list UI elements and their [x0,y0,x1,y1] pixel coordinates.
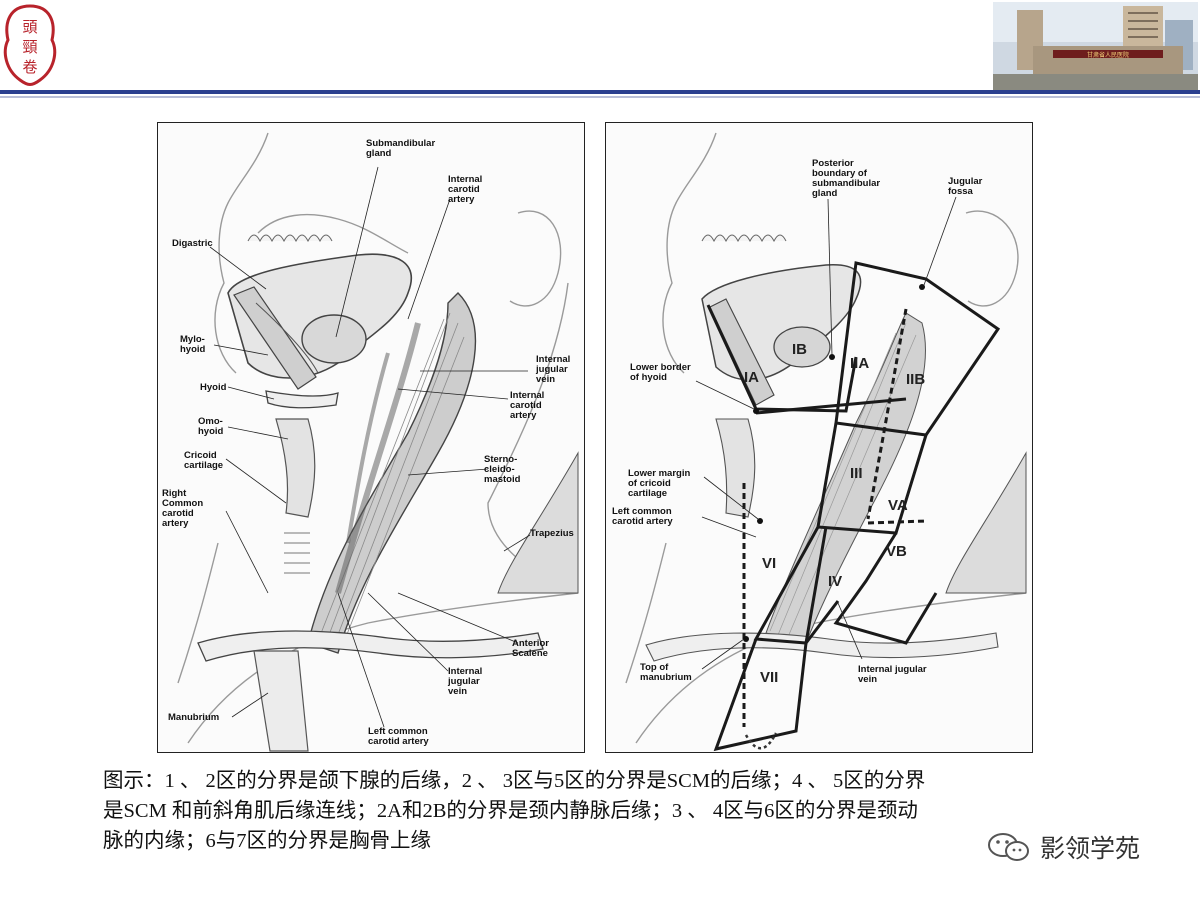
label-jugular-fossa: Jugular fossa [948,176,983,197]
label-hyoid: Hyoid [200,382,227,393]
svg-text:頭: 頭 [22,18,37,36]
header-rule [0,90,1200,94]
right-neck-levels-illustration [625,132,1027,752]
label-submandibular-gland: Submandibular gland [366,138,436,159]
label-manubrium: Manubrium [168,712,220,723]
label-digastric: Digastric [172,238,213,249]
label-right-common-carotid: Right Common carotid artery [162,488,204,529]
left-neck-illustration [177,132,579,752]
label-lower-border-hyoid: Lower border of hyoid [630,362,691,383]
label-sternocleidomastoid: Sterno- cleido- mastoid [484,454,521,485]
zone-VII: VII [760,669,779,686]
hospital-seal-logo: 頭 頸 卷 [3,4,57,86]
hospital-sign: 甘肃省人民医院 [1087,51,1129,59]
figure-caption: 图示：1 、 2区的分界是颌下腺的后缘，2 、 3区与5区的分界是SCM的后缘；… [103,770,926,852]
zone-IV: IV [828,573,843,590]
wechat-icon [988,833,1029,861]
zone-VA: VA [888,497,908,514]
label-mylohyoid: Mylo- hyoid [180,334,206,355]
zone-IIA: IIA [850,355,870,372]
hospital-building-photo: 甘肃省人民医院 [993,2,1198,92]
label-internal-carotid-mid: Internal carotid artery [510,390,545,421]
zone-III: III [850,465,863,482]
header-rule-thin [0,96,1200,98]
zone-IA: IA [744,369,759,386]
watermark-text: 影领学苑 [1040,834,1141,863]
label-posterior-boundary: Posterior boundary of submandibular glan… [812,158,881,199]
svg-text:卷: 卷 [22,58,37,76]
zone-IIB: IIB [906,371,926,388]
label-internal-jugular-right: Internal jugular vein [858,664,927,685]
label-left-common-carotid-right: Left common carotid artery [612,506,673,527]
svg-text:頸: 頸 [22,38,37,56]
right-neck-levels-figure: Posterior boundary of submandibular glan… [605,122,1033,753]
label-internal-carotid-top: Internal carotid artery [448,174,483,205]
zone-IB: IB [792,341,807,358]
zone-VI: VI [762,555,777,572]
label-internal-jugular-bottom: Internal jugular vein [448,666,483,697]
label-anterior-scalene: Anterior Scalene [512,638,549,659]
label-internal-jugular-top: Internal jugular vein [536,354,571,385]
label-top-of-manubrium: Top of manubrium [640,662,692,683]
label-lower-margin-cricoid: Lower margin of cricoid cartilage [628,468,691,499]
left-neck-anatomy-figure: Submandibular gland Internal carotid art… [157,122,585,753]
label-omohyoid: Omo- hyoid [198,416,224,437]
label-cricoid-cartilage: Cricoid cartilage [184,450,224,471]
label-trapezius: Trapezius [530,528,574,539]
label-left-common-carotid: Left common carotid artery [368,726,429,747]
zone-VB: VB [886,543,907,560]
